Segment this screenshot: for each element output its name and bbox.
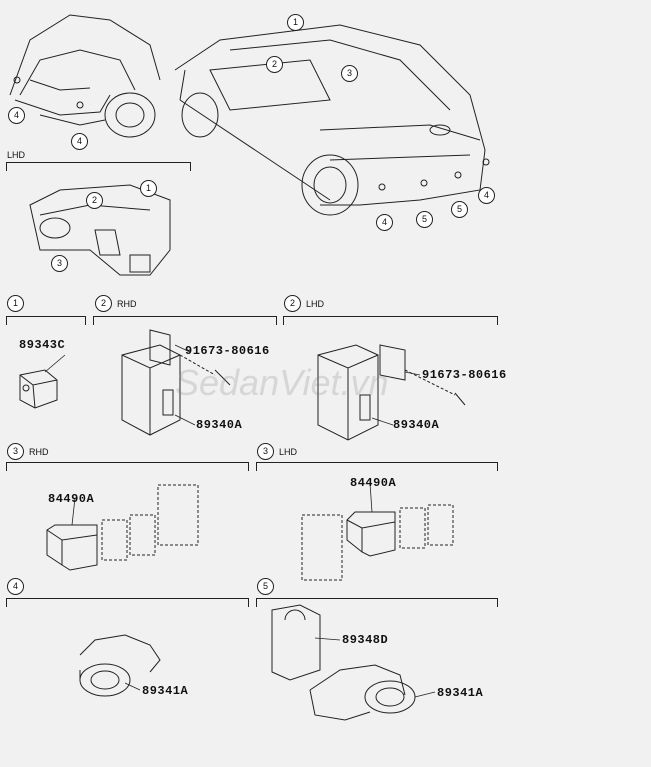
section-4-marker: 4 <box>7 578 24 595</box>
section-2-rhd-bracket <box>93 316 277 325</box>
part-number-84490a-lhd: 84490A <box>350 476 397 490</box>
part-number-89343c: 89343C <box>19 338 66 352</box>
part-number-89341a-sec5: 89341A <box>437 686 484 700</box>
section-3-lhd-bracket <box>256 462 498 471</box>
part-84490a-rhd-drawing <box>46 484 199 571</box>
part-number-89340a-rhd: 89340A <box>196 418 243 432</box>
part-89341a-sensor4-drawing <box>79 634 161 697</box>
section-2-lhd-marker: 2 <box>284 295 301 312</box>
section-1-marker: 1 <box>7 295 24 312</box>
front-car-drawing <box>9 14 161 138</box>
rear-car-drawing <box>13 24 490 216</box>
callout-4-front-right: 4 <box>71 133 88 150</box>
callout-1-dash: 1 <box>140 180 157 197</box>
callout-5-rear-a: 5 <box>416 211 433 228</box>
lhd-dash-bracket <box>6 162 191 171</box>
part-number-89340a-lhd: 89340A <box>393 418 440 432</box>
section-5-bracket <box>256 598 498 607</box>
section-3-rhd-marker: 3 <box>7 443 24 460</box>
part-number-89341a-sec4: 89341A <box>142 684 189 698</box>
section-2-lhd-bracket <box>283 316 498 325</box>
callout-5-rear-b: 5 <box>451 201 468 218</box>
part-89340a-lhd-drawing <box>317 344 466 441</box>
section-1-bracket <box>6 316 86 325</box>
section-2-rhd-label: RHD <box>117 299 137 309</box>
part-number-91673-lhd: 91673-80616 <box>422 368 507 382</box>
section-4-bracket <box>6 598 249 607</box>
callout-1-rear: 1 <box>287 14 304 31</box>
part-89341a-sensor5-drawing <box>271 604 416 721</box>
part-89340a-rhd-drawing <box>121 329 231 436</box>
callout-3-rear: 3 <box>341 65 358 82</box>
part-number-91673-rhd: 91673-80616 <box>185 344 270 358</box>
section-3-lhd-marker: 3 <box>257 443 274 460</box>
section-2-lhd-label: LHD <box>306 299 325 309</box>
part-number-84490a-rhd: 84490A <box>48 492 95 506</box>
callout-2-dash: 2 <box>86 192 103 209</box>
callout-4-rear-left: 4 <box>376 214 393 231</box>
part-number-89348d: 89348D <box>342 633 389 647</box>
lhd-dash-label: LHD <box>7 150 26 160</box>
callout-4-front-left: 4 <box>8 107 25 124</box>
callout-4-rear-right: 4 <box>478 187 495 204</box>
callout-2-rear: 2 <box>266 56 283 73</box>
section-3-lhd-label: LHD <box>279 447 298 457</box>
part-84490a-lhd-drawing <box>301 504 454 581</box>
section-3-rhd-label: RHD <box>29 447 49 457</box>
section-3-rhd-bracket <box>6 462 249 471</box>
section-2-rhd-marker: 2 <box>95 295 112 312</box>
callout-3-dash: 3 <box>51 255 68 272</box>
watermark: SedanViet.vn <box>175 362 389 403</box>
leader-lines <box>44 344 436 698</box>
part-89343c-drawing <box>19 369 58 409</box>
section-5-marker: 5 <box>257 578 274 595</box>
